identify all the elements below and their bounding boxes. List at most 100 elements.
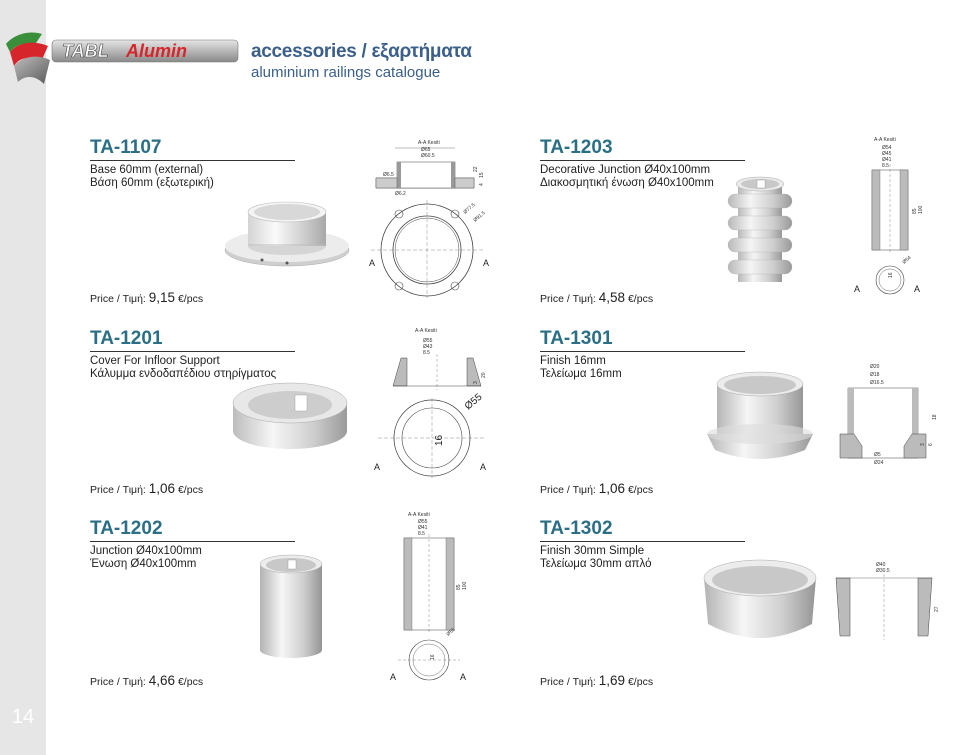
svg-text:Ø41: Ø41 <box>882 157 892 163</box>
svg-text:Ø45: Ø45 <box>882 151 892 157</box>
svg-text:16: 16 <box>888 272 894 278</box>
svg-text:Ø54: Ø54 <box>882 145 892 151</box>
tablalumin-logo: TABL Alumin <box>6 32 239 84</box>
price-ta-1203: Price / Τιμή: 4,58 €/pcs <box>540 290 654 305</box>
svg-text:85: 85 <box>912 208 918 214</box>
svg-text:Ø20: Ø20 <box>870 364 880 370</box>
section-title: accessories / εξαρτήματα <box>251 41 472 62</box>
svg-text:20: 20 <box>481 372 487 378</box>
svg-text:Ø54: Ø54 <box>901 255 912 266</box>
svg-text:6: 6 <box>928 443 934 446</box>
product-desc-en: Finish 16mm <box>540 355 606 367</box>
svg-text:Ø55: Ø55 <box>445 627 456 638</box>
svg-text:Ø5: Ø5 <box>874 452 881 458</box>
product-desc-en: Cover For Infloor Support <box>90 355 220 367</box>
product-render-base <box>224 201 350 267</box>
svg-text:85: 85 <box>456 584 462 590</box>
price-value: 1,06 <box>598 481 626 496</box>
product-ta-1107: TA-1107 Base 60mm (external) Βάση 60mm (… <box>90 137 295 190</box>
product-code: TA-1202 <box>90 518 163 539</box>
product-render-cover <box>232 382 348 449</box>
svg-text:100: 100 <box>918 205 924 214</box>
logo-brand-part2: Alumin <box>125 41 187 61</box>
svg-text:Ø43: Ø43 <box>423 344 433 350</box>
price-value: 4,58 <box>598 290 626 305</box>
product-desc-gr: Ένωση Ø40x100mm <box>90 558 197 570</box>
product-ta-1202: TA-1202 Junction Ø40x100mm Ένωση Ø40x100… <box>90 518 295 571</box>
product-render-junction <box>259 554 323 658</box>
svg-text:A: A <box>480 462 486 472</box>
product-desc-gr: Κάλυμμα ενδοδαπέδιου στηρίγματος <box>90 368 277 380</box>
section-drawing-ta-1301: Ø20 Ø18 Ø16.5 18 3 6 Ø5 Ø24 <box>839 364 938 466</box>
svg-text:A: A <box>854 284 860 294</box>
price-ta-1302: Price / Τιμή: 1,69 €/pcs <box>540 673 654 688</box>
divider <box>540 160 745 161</box>
product-ta-1203: TA-1203 Decorative Junction Ø40x100mm Δι… <box>540 137 745 190</box>
product-desc-gr: Διακοσμητική ένωση Ø40x100mm <box>540 177 714 189</box>
svg-text:A-A Kesiti: A-A Kesiti <box>408 512 430 518</box>
product-ta-1301: TA-1301 Finish 16mm Τελείωμα 16mm <box>540 328 745 381</box>
svg-text:A: A <box>483 258 489 268</box>
section-drawing-ta-1203: A-A Kesiti Ø54 Ø45 Ø41 8.5 85 100 Ø54 16… <box>854 137 924 295</box>
svg-text:Ø30.5: Ø30.5 <box>876 568 890 574</box>
svg-text:A-A Kesiti: A-A Kesiti <box>415 328 437 334</box>
svg-text:8.5: 8.5 <box>882 163 889 169</box>
svg-text:3: 3 <box>920 443 926 446</box>
page-sidebar <box>0 0 46 755</box>
svg-text:Ø6.5: Ø6.5 <box>383 172 394 178</box>
price-value: 4,66 <box>148 673 176 688</box>
product-render-finish-30 <box>703 559 817 638</box>
price-ta-1201: Price / Τιμή: 1,06 €/pcs <box>90 481 204 496</box>
svg-text:22: 22 <box>473 166 479 172</box>
svg-text:8.5: 8.5 <box>423 350 430 356</box>
svg-text:Ø91.5: Ø91.5 <box>472 210 486 223</box>
price-value: 9,15 <box>148 290 176 305</box>
svg-text:15: 15 <box>479 172 485 178</box>
svg-text:Ø55: Ø55 <box>423 338 433 344</box>
section-drawing-ta-1201: A-A Kesiti Ø55 Ø43 8.5 20 3 <box>392 328 487 390</box>
svg-text:3: 3 <box>473 381 479 384</box>
svg-text:Ø18: Ø18 <box>870 372 880 378</box>
svg-text:8.5: 8.5 <box>418 531 425 537</box>
svg-text:16: 16 <box>434 434 445 446</box>
svg-text:4: 4 <box>479 183 485 186</box>
svg-text:A-A Kesiti: A-A Kesiti <box>874 137 896 143</box>
logo-brand-part1: TABL <box>62 41 109 61</box>
section-drawing-ta-1202: A-A Kesiti Ø55 Ø41 8.5 85 100 Ø55 16 A A <box>390 512 468 682</box>
product-desc-en: Decorative Junction Ø40x100mm <box>540 164 711 176</box>
price-ta-1202: Price / Τιμή: 4,66 €/pcs <box>90 673 204 688</box>
divider <box>540 351 745 352</box>
svg-text:Ø24: Ø24 <box>874 460 884 466</box>
svg-text:100: 100 <box>462 581 468 590</box>
price-ta-1107: Price / Τιμή: 9,15 €/pcs <box>90 290 204 305</box>
page-number: 14 <box>11 706 35 728</box>
product-code: TA-1107 <box>90 137 162 158</box>
plan-drawing-ta-1201: Ø55 16 A A <box>374 391 486 478</box>
svg-text:A: A <box>914 284 920 294</box>
svg-text:27: 27 <box>934 606 940 612</box>
product-ta-1201: TA-1201 Cover For Infloor Support Κάλυμμ… <box>90 328 295 381</box>
svg-text:Ø16.5: Ø16.5 <box>870 380 884 386</box>
product-code: TA-1201 <box>90 328 163 349</box>
product-code: TA-1302 <box>540 518 613 539</box>
svg-text:Ø77.5: Ø77.5 <box>462 202 476 215</box>
price-ta-1301: Price / Τιμή: 1,06 €/pcs <box>540 481 654 496</box>
price-value: 1,69 <box>598 673 626 688</box>
divider <box>540 541 745 542</box>
section-drawing-ta-1107: A-A Kesiti Ø65 Ø60.5 Ø6.5 Ø6.2 22 15 4 <box>375 140 485 197</box>
product-desc-gr: Τελείωμα 16mm <box>540 368 622 380</box>
product-desc-en: Finish 30mm Simple <box>540 545 645 557</box>
product-ta-1302: TA-1302 Finish 30mm Simple Τελείωμα 30mm… <box>540 518 745 571</box>
product-render-finish-16 <box>707 371 813 459</box>
svg-text:18: 18 <box>932 414 938 420</box>
product-render-decorative-junction <box>727 176 793 282</box>
svg-text:Ø60.5: Ø60.5 <box>421 153 435 159</box>
price-value: 1,06 <box>148 481 176 496</box>
divider <box>90 541 295 542</box>
svg-text:A: A <box>460 672 466 682</box>
product-desc-en: Junction Ø40x100mm <box>90 545 202 557</box>
section-drawing-ta-1302: Ø40 Ø30.5 27 <box>835 562 940 640</box>
svg-text:16: 16 <box>430 654 436 660</box>
divider <box>90 351 295 352</box>
product-desc-gr: Βάση 60mm (εξωτερική) <box>90 177 214 189</box>
